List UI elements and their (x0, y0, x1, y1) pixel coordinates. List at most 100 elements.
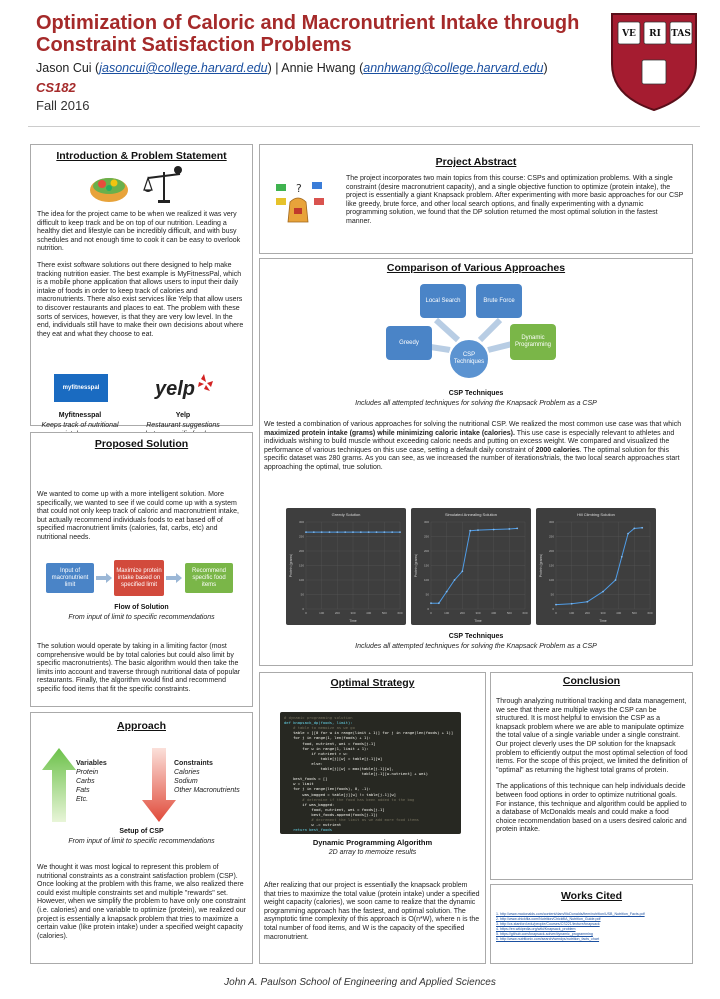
proposed-title: Proposed Solution (94, 438, 189, 450)
question-mark-glyph: ? (296, 182, 302, 195)
flow-step-input-label: Input of macronutrient limit (51, 567, 89, 588)
crest-word-1: VE (621, 29, 636, 39)
email-link-2[interactable]: annhwang@college.harvard.edu (363, 61, 544, 75)
comparison-text-bold: 2000 calories (535, 446, 580, 454)
y-tick-label: 150 (299, 564, 304, 568)
arrow-right-icon (166, 573, 182, 583)
code-line: if nutrient > w: (284, 750, 349, 756)
data-point (614, 579, 617, 581)
y-tick-label: 300 (299, 520, 304, 524)
x-tick-label: 400 (491, 611, 496, 615)
optimal-paragraph: After realizing that our project is esse… (264, 882, 480, 941)
poster-title: Optimization of Caloric and Macronutrien… (36, 12, 580, 56)
code-line: def knapsack_dp(foods, limit): (284, 720, 353, 726)
y-tick-label: 0 (427, 607, 429, 611)
poster-authors: Jason Cui (jasoncui@college.harvard.edu)… (36, 61, 548, 75)
variable-item: Protein (76, 769, 99, 776)
constraints-title: Constraints (174, 760, 213, 767)
diagram-node-label: Local Search (425, 297, 461, 304)
myfitnesspal-caption-title: Myfitnesspal (58, 412, 102, 419)
y-tick-label: 100 (549, 578, 554, 582)
yelp-burst-icon (198, 374, 213, 391)
data-point (477, 529, 479, 532)
data-point (469, 529, 472, 532)
term: Fall 2016 (36, 98, 90, 113)
data-point (352, 531, 354, 534)
yelp-logo-text: yelp (155, 378, 196, 400)
works-item-link[interactable]: 3. http://cs.stanford.edu/people/Courses… (496, 922, 600, 926)
proposed-paragraph-1: We wanted to come up with a more intelli… (37, 491, 239, 541)
works-section (490, 884, 693, 964)
works-item-link[interactable]: 2. http://www.chickfila.com/Nutrition/Ch… (496, 917, 601, 921)
x-tick-label: 600 (397, 611, 402, 615)
data-point (453, 579, 456, 581)
constraint-item: Sodium (174, 778, 198, 785)
data-point (328, 531, 331, 534)
code-line: # dynamic programming solution (284, 715, 353, 720)
y-tick-label: 0 (302, 607, 304, 611)
x-tick-label: 200 (585, 611, 590, 615)
yelp-caption-title: Yelp (175, 412, 191, 419)
works-item-link[interactable]: 6. http://www.nutritionix.com/search/wen… (496, 937, 600, 941)
intro-paragraph-1: The idea for the project came to be when… (37, 211, 241, 253)
comparison-text: We tested a combination of various appro… (264, 421, 684, 473)
data-point (602, 590, 604, 593)
variables-title: Variables (76, 760, 107, 767)
data-point (586, 600, 589, 603)
y-tick-label: 200 (299, 549, 304, 553)
knapsack-icon: ? (276, 182, 324, 223)
constraints-list: Constraints Calories Sodium Other Macron… (174, 759, 240, 795)
x-tick-label: 600 (522, 611, 527, 615)
chart-title: Hill Climbing Solution (577, 512, 615, 517)
diagram-node-label: Greedy (399, 339, 419, 346)
data-point (359, 531, 362, 534)
diagram-node-label: CSP Techniques (453, 352, 485, 365)
salad-bowl-icon (90, 178, 128, 202)
works-item-link[interactable]: 5. https://github.com/knapsack-solver/dy… (496, 932, 593, 936)
diagram-node-csp-techniques: CSP Techniques (448, 338, 490, 380)
course-code: CS182 (36, 80, 76, 95)
harvard-crest-icon: VE RI TAS (611, 13, 697, 112)
works-item-link[interactable]: 4. https://en.wikipedia.org/wiki/Knapsac… (496, 927, 576, 931)
x-axis-label: Time (349, 619, 357, 623)
data-point (336, 531, 339, 534)
flow-caption: From input of limit to specific recommen… (68, 614, 215, 621)
y-tick-label: 250 (549, 535, 554, 539)
data-point (399, 531, 401, 534)
comparison-text-part: This use case is especially relevant to … (264, 429, 675, 454)
data-point (437, 602, 440, 605)
data-point (312, 531, 315, 534)
conclusion-paragraph-1: Through analyzing nutritional tracking a… (496, 698, 688, 774)
variables-list: Variables Protein Carbs Fats Etc. (76, 759, 107, 804)
variable-item: Etc. (76, 796, 89, 803)
email-link-1[interactable]: jasoncui@college.harvard.edu (99, 61, 268, 75)
abstract-title: Project Abstract (435, 156, 517, 168)
data-point (461, 570, 464, 573)
y-axis-label: Protein (grams) (414, 554, 418, 577)
works-item-link[interactable]: 1. http://www.mcdonalds.com/content/dam/… (496, 912, 645, 916)
abstract-text: The project incorporates two main topics… (346, 175, 684, 225)
code-line: if was_bagged: (284, 801, 335, 807)
works-list: 1. http://www.mcdonalds.com/content/dam/… (496, 912, 686, 942)
data-point (633, 527, 636, 530)
y-tick-label: 250 (299, 535, 304, 539)
flow-step-recommend: Recommend specific food items (185, 563, 233, 593)
x-tick-label: 100 (319, 611, 324, 615)
code-line: w = limit (284, 781, 314, 787)
data-point (492, 528, 495, 531)
diagram-node-brute-force: Brute Force (476, 284, 522, 318)
code-line: for j in range(1, len(foods) + 1): (284, 735, 371, 741)
code-line: else: (284, 760, 323, 766)
myfitnesspal-logo: myfitnesspal (54, 374, 108, 402)
chart-svg: Hill Climbing Solution050100150200250300… (539, 512, 653, 623)
data-point (641, 526, 644, 529)
data-point (570, 602, 573, 605)
abstract-section (259, 144, 693, 254)
approach-title: Approach (116, 720, 166, 732)
crest-word-2: RI (649, 29, 661, 39)
author-sep: ) | Annie Hwang ( (267, 61, 364, 75)
code-caption-title: Dynamic Programming Algorithm (312, 838, 433, 847)
x-tick-label: 400 (366, 611, 371, 615)
y-axis-label: Protein (grams) (289, 554, 293, 577)
